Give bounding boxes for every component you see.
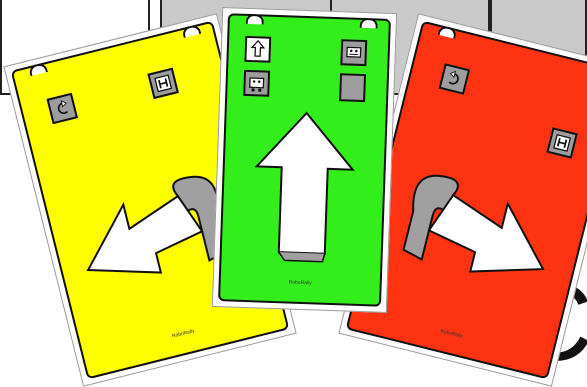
card-notch — [360, 18, 378, 29]
robot-icon — [243, 70, 270, 97]
program-card-move-forward[interactable]: RoboRally — [212, 7, 397, 313]
turn-left-icon — [47, 93, 79, 125]
h-icon — [147, 68, 179, 100]
card-brand: RoboRally — [221, 277, 380, 289]
card-brand: RoboRally — [84, 306, 283, 361]
card-notch — [246, 14, 264, 25]
card-face: RoboRally — [218, 13, 391, 307]
big-arrow-icon — [246, 106, 362, 270]
h-icon — [546, 127, 578, 159]
big-arrow-icon — [373, 142, 569, 309]
robot-icon — [340, 39, 367, 66]
up-arrow-icon — [244, 36, 271, 63]
card-brand: RoboRally — [352, 306, 551, 361]
turn-right-icon — [439, 63, 471, 95]
blank-slot-icon — [339, 73, 366, 102]
